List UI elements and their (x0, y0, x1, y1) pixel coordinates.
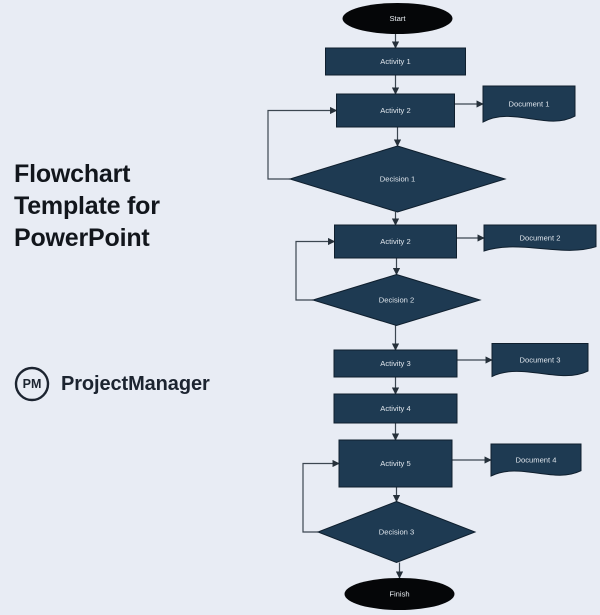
process-shape[interactable] (338, 439, 453, 488)
process-shape[interactable] (336, 93, 455, 128)
decision-shape[interactable] (311, 273, 482, 327)
process-shape[interactable] (333, 393, 458, 424)
page-title-line-3: PowerPoint (14, 224, 150, 252)
process-shape[interactable] (333, 349, 458, 378)
connector-e-dec2-loop (295, 237, 336, 301)
project-manager-circle-icon: PM (14, 366, 50, 402)
decision-shape[interactable] (288, 145, 507, 213)
node-start[interactable]: Start (342, 3, 453, 34)
brand-logo: PM ProjectManager (14, 366, 210, 402)
connector-e-dec1-loop (267, 106, 338, 180)
connector-e-dec3-loop (302, 459, 340, 533)
process-shape[interactable] (325, 47, 466, 76)
document-shape[interactable] (483, 224, 597, 252)
node-act5[interactable]: Activity 5 (338, 439, 453, 488)
node-doc1[interactable]: Document 1 (482, 85, 576, 123)
node-act2a[interactable]: Activity 2 (336, 93, 455, 128)
process-shape[interactable] (334, 224, 457, 259)
terminator-shape[interactable] (344, 578, 455, 610)
node-act2b[interactable]: Activity 2 (334, 224, 457, 259)
brand-mark-text: PM (23, 377, 42, 391)
node-doc4[interactable]: Document 4 (490, 443, 582, 477)
node-act1[interactable]: Activity 1 (325, 47, 466, 76)
terminator-shape[interactable] (342, 3, 453, 34)
node-doc3[interactable]: Document 3 (491, 343, 589, 378)
decision-shape[interactable] (316, 500, 477, 564)
page-title-line-1: Flowchart (14, 160, 131, 188)
document-shape[interactable] (490, 443, 582, 477)
brand-name: ProjectManager (61, 372, 210, 395)
document-shape[interactable] (482, 85, 576, 123)
node-dec2[interactable]: Decision 2 (311, 273, 482, 327)
page-title-line-2: Template for (14, 192, 160, 220)
node-act4[interactable]: Activity 4 (333, 393, 458, 424)
node-dec3[interactable]: Decision 3 (316, 500, 477, 564)
node-finish[interactable]: Finish (344, 578, 455, 610)
title-panel: Flowchart Template for PowerPoint PM Pro… (14, 158, 264, 402)
connector-layer (267, 34, 493, 579)
page-title: Flowchart Template for PowerPoint (14, 158, 264, 254)
node-dec1[interactable]: Decision 1 (288, 145, 507, 213)
node-doc2[interactable]: Document 2 (483, 224, 597, 252)
document-shape[interactable] (491, 343, 589, 378)
node-act3[interactable]: Activity 3 (333, 349, 458, 378)
